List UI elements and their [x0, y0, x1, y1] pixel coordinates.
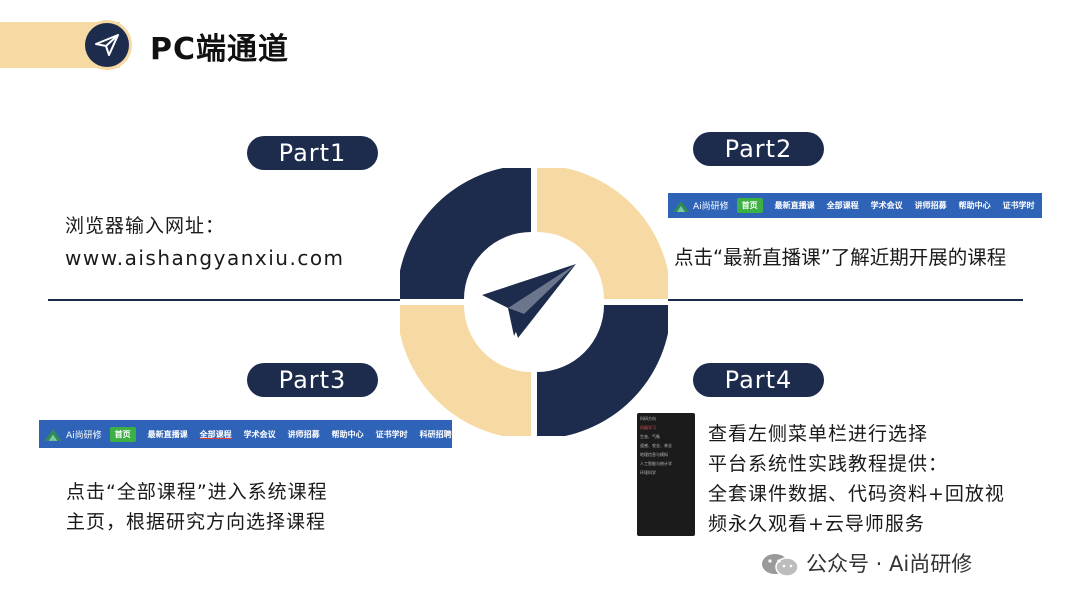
nav-item-jobs[interactable]: 科研招聘 — [419, 429, 452, 439]
nav-item-all-courses[interactable]: 全部课程 — [199, 429, 232, 439]
footer-watermark: 公众号 · Ai尚研修 — [806, 552, 973, 576]
nav-item-help[interactable]: 帮助中心 — [331, 429, 364, 439]
nav-screenshot-part3: Ai尚研修 首页 最新直播课 全部课程 学术会议 讲师招募 帮助中心 证书学时 … — [39, 420, 452, 448]
center-ring-graphic — [400, 168, 668, 436]
side-menu-item: 机器学习 — [640, 425, 656, 430]
side-menu-item: 科研方向 — [640, 416, 656, 421]
part1-line-1: 浏览器输入网址： — [65, 215, 226, 237]
part3-line-1: 点击“全部课程”进入系统课程 — [66, 481, 328, 503]
side-menu-screenshot: 科研方向 机器学习 生态、气象 遥感、农业、林业 地理信息与模拟 人工智能与统计… — [637, 413, 695, 536]
part4-line-3: 全套课件数据、代码资料+回放视 — [708, 483, 1005, 505]
side-menu-item: 遥感、农业、林业 — [640, 443, 672, 448]
site-logo: Ai尚研修 — [672, 199, 729, 213]
part1-line-2: www.aishangyanxiu.com — [65, 246, 345, 270]
paper-plane-icon — [85, 23, 129, 67]
nav-item-certificates[interactable]: 证书学时 — [375, 429, 408, 439]
part4-pill: Part4 — [693, 363, 824, 397]
part2-line-1: 点击“最新直播课”了解近期开展的课程 — [674, 246, 1007, 269]
nav-item-latest-live[interactable]: 最新直播课 — [774, 201, 815, 210]
nav-item-recruit-lecturers[interactable]: 讲师招募 — [287, 429, 320, 439]
nav-item-all-courses[interactable]: 全部课程 — [826, 201, 859, 210]
nav-item-certificates[interactable]: 证书学时 — [1002, 201, 1035, 210]
site-logo: Ai尚研修 — [43, 427, 102, 442]
part3-pill: Part3 — [247, 363, 378, 397]
part2-pill: Part2 — [693, 132, 824, 166]
nav-item-conferences[interactable]: 学术会议 — [870, 201, 903, 210]
nav-item-conferences[interactable]: 学术会议 — [243, 429, 276, 439]
page-title: PC端通道 — [150, 32, 290, 67]
part4-line-1: 查看左侧菜单栏进行选择 — [708, 423, 929, 445]
part1-pill: Part1 — [247, 136, 378, 170]
nav-item-help[interactable]: 帮助中心 — [958, 201, 991, 210]
part4-line-2: 平台系统性实践教程提供： — [708, 453, 949, 475]
nav-item-recruit-lecturers[interactable]: 讲师招募 — [914, 201, 947, 210]
nav-item-home[interactable]: 首页 — [109, 426, 136, 442]
side-menu-item: 人工智能与统计学 — [640, 461, 672, 466]
part3-line-2: 主页，根据研究方向选择课程 — [66, 511, 327, 533]
side-menu-item: 环境科学 — [640, 470, 656, 475]
site-logo-text: Ai尚研修 — [66, 430, 102, 441]
wechat-icon — [760, 552, 800, 582]
site-logo-text: Ai尚研修 — [693, 202, 729, 212]
paper-plane-icon — [482, 264, 576, 338]
nav-item-home[interactable]: 首页 — [736, 198, 763, 213]
nav-screenshot-part2: Ai尚研修 首页 最新直播课 全部课程 学术会议 讲师招募 帮助中心 证书学时 … — [668, 193, 1042, 218]
side-menu-item: 地理信息与模拟 — [640, 452, 668, 457]
part4-line-4: 频永久观看+云导师服务 — [708, 513, 925, 535]
nav-item-latest-live[interactable]: 最新直播课 — [147, 429, 188, 439]
side-menu-item: 生态、气象 — [640, 434, 660, 439]
divider-right — [668, 299, 1023, 301]
divider-left — [48, 299, 400, 301]
